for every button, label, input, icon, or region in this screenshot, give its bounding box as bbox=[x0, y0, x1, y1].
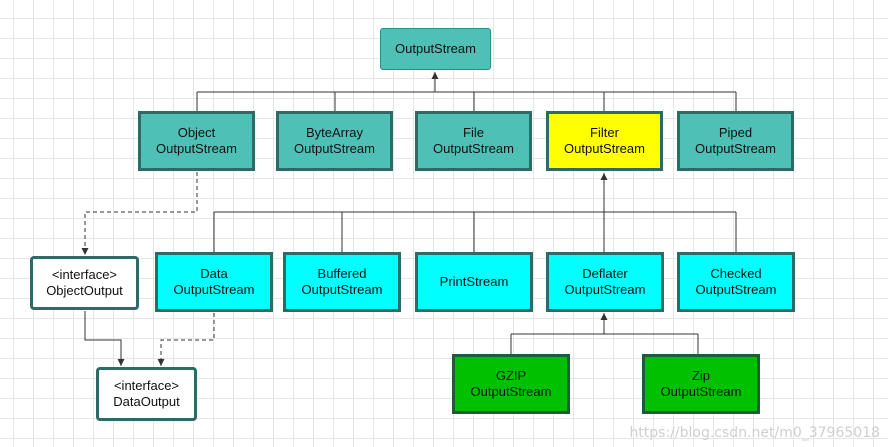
node-file-outputstream: File OutputStream bbox=[415, 111, 532, 171]
node-label: Filter OutputStream bbox=[564, 125, 645, 156]
watermark-text: https://blog.csdn.net/m0_37965018 bbox=[629, 425, 880, 441]
node-printstream: PrintStream bbox=[415, 252, 533, 312]
node-label: <interface> DataOutput bbox=[113, 378, 180, 409]
node-label: Deflater OutputStream bbox=[564, 266, 646, 297]
node-outputstream: OutputStream bbox=[380, 28, 491, 70]
node-gzip-outputstream: GZIP OutputStream bbox=[452, 354, 570, 414]
edge-data-implements bbox=[157, 313, 215, 366]
node-checked-outputstream: Checked OutputStream bbox=[677, 252, 795, 312]
node-label: Data OutputStream bbox=[173, 266, 255, 297]
node-label: OutputStream bbox=[395, 41, 476, 56]
node-objectoutput-interface: <interface> ObjectOutput bbox=[30, 256, 139, 310]
node-label: Piped OutputStream bbox=[695, 125, 776, 156]
node-label: File OutputStream bbox=[433, 125, 514, 156]
node-label: ByteArray OutputStream bbox=[294, 125, 375, 156]
node-data-outputstream: Data OutputStream bbox=[155, 252, 273, 312]
node-label: PrintStream bbox=[439, 274, 509, 289]
node-label: Object OutputStream bbox=[156, 125, 237, 156]
node-label: Buffered OutputStream bbox=[301, 266, 383, 297]
edge-objectoutput-extends bbox=[84, 311, 125, 366]
node-zip-outputstream: Zip OutputStream bbox=[642, 354, 760, 414]
node-object-outputstream: Object OutputStream bbox=[138, 111, 255, 171]
node-bytearray-outputstream: ByteArray OutputStream bbox=[276, 111, 393, 171]
node-label: GZIP OutputStream bbox=[470, 368, 552, 399]
node-label: <interface> ObjectOutput bbox=[46, 267, 123, 298]
node-label: Checked OutputStream bbox=[695, 266, 777, 297]
node-label: Zip OutputStream bbox=[660, 368, 742, 399]
node-piped-outputstream: Piped OutputStream bbox=[677, 111, 794, 171]
node-dataoutput-interface: <interface> DataOutput bbox=[96, 367, 197, 421]
edge-object-implements bbox=[81, 172, 198, 255]
node-deflater-outputstream: Deflater OutputStream bbox=[546, 252, 664, 312]
node-buffered-outputstream: Buffered OutputStream bbox=[283, 252, 401, 312]
node-filter-outputstream: Filter OutputStream bbox=[546, 111, 663, 171]
